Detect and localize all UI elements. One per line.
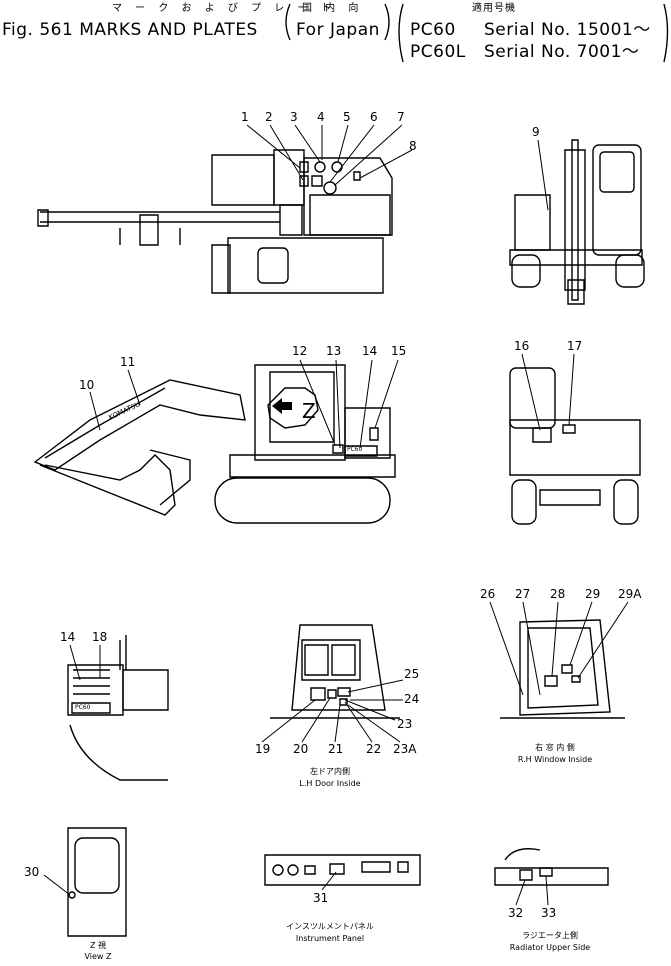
callout-23: 23 bbox=[397, 717, 413, 731]
caption-view-z-jp: Z 視 bbox=[89, 941, 107, 950]
region-label: For Japan bbox=[296, 20, 380, 40]
bracket bbox=[286, 4, 290, 40]
engine-hood-detail bbox=[68, 635, 168, 780]
model-2: PC60L bbox=[410, 42, 466, 62]
figure-title: Fig. 561 MARKS AND PLATES bbox=[2, 20, 258, 40]
caption-radiator-jp: ラジエータ上側 bbox=[522, 931, 578, 940]
callout-14-detail: 14 bbox=[60, 630, 76, 644]
rear-view-machine bbox=[510, 368, 640, 524]
instrument-panel-detail bbox=[265, 855, 420, 885]
lh-door-detail bbox=[270, 625, 400, 718]
callout-9: 9 bbox=[532, 125, 540, 139]
callout-2: 2 bbox=[265, 110, 273, 124]
callout-23a: 23A bbox=[393, 742, 417, 756]
callout-24: 24 bbox=[404, 692, 420, 706]
callout-28: 28 bbox=[550, 587, 566, 601]
caption-rh-window: R.H Window Inside bbox=[517, 755, 593, 764]
front-view-machine bbox=[510, 140, 644, 304]
callout-14: 14 bbox=[362, 344, 378, 358]
callout-3: 3 bbox=[290, 110, 298, 124]
callout-11: 11 bbox=[120, 355, 136, 369]
caption-radiator: Radiator Upper Side bbox=[509, 943, 591, 952]
callout-7: 7 bbox=[397, 110, 405, 124]
serial-2: Serial No. 7001～ bbox=[484, 42, 640, 62]
bracket bbox=[385, 4, 389, 40]
callout-27: 27 bbox=[515, 587, 531, 601]
callout-8: 8 bbox=[409, 139, 417, 153]
callout-32: 32 bbox=[508, 906, 524, 920]
callout-15: 15 bbox=[391, 344, 407, 358]
callout-18: 18 bbox=[92, 630, 108, 644]
callout-20: 20 bbox=[293, 742, 309, 756]
bracket bbox=[664, 4, 668, 62]
callout-19: 19 bbox=[255, 742, 271, 756]
callout-13: 13 bbox=[326, 344, 342, 358]
leader-lines bbox=[44, 125, 628, 905]
caption-lh-door: L.H Door Inside bbox=[299, 779, 361, 788]
caption-instrument-jp: インスツルメントパネル bbox=[286, 922, 374, 931]
callout-29: 29 bbox=[585, 587, 601, 601]
radiator-detail bbox=[495, 849, 608, 885]
callout-16: 16 bbox=[514, 339, 530, 353]
callout-17: 17 bbox=[567, 339, 583, 353]
japanese-applicable-label: 適用号機 bbox=[472, 3, 516, 14]
japanese-title: マ ー ク お よ び プ レ ー ト bbox=[112, 3, 336, 14]
view-z-detail bbox=[68, 828, 126, 936]
view-z-mark: Z bbox=[302, 399, 316, 423]
callout-29a: 29A bbox=[618, 587, 642, 601]
callout-33: 33 bbox=[541, 906, 557, 920]
top-view-machine bbox=[38, 150, 392, 293]
rh-window-detail bbox=[500, 620, 625, 718]
caption-view-z: View Z bbox=[84, 952, 112, 961]
caption-rh-window-jp: 右 窓 内 側 bbox=[535, 743, 575, 752]
callout-5: 5 bbox=[343, 110, 351, 124]
callout-22: 22 bbox=[366, 742, 382, 756]
callout-21: 21 bbox=[328, 742, 344, 756]
callout-1: 1 bbox=[241, 110, 249, 124]
serial-1: Serial No. 15001～ bbox=[484, 20, 651, 40]
callout-10: 10 bbox=[79, 378, 95, 392]
model-plate-label: PC60 bbox=[75, 704, 91, 711]
model-plate-label: PC60 bbox=[347, 446, 363, 453]
caption-instrument: Instrument Panel bbox=[295, 934, 365, 943]
caption-lh-door-jp: 左ドア内側 bbox=[310, 767, 350, 776]
japanese-region: 国 内 向 bbox=[302, 3, 364, 14]
callout-6: 6 bbox=[370, 110, 378, 124]
callout-25: 25 bbox=[404, 667, 420, 681]
callout-26: 26 bbox=[480, 587, 496, 601]
bracket bbox=[399, 4, 403, 62]
callout-30: 30 bbox=[24, 865, 40, 879]
callout-4: 4 bbox=[317, 110, 325, 124]
model-1: PC60 bbox=[410, 20, 456, 40]
callout-31: 31 bbox=[313, 891, 329, 905]
callout-12: 12 bbox=[292, 344, 308, 358]
